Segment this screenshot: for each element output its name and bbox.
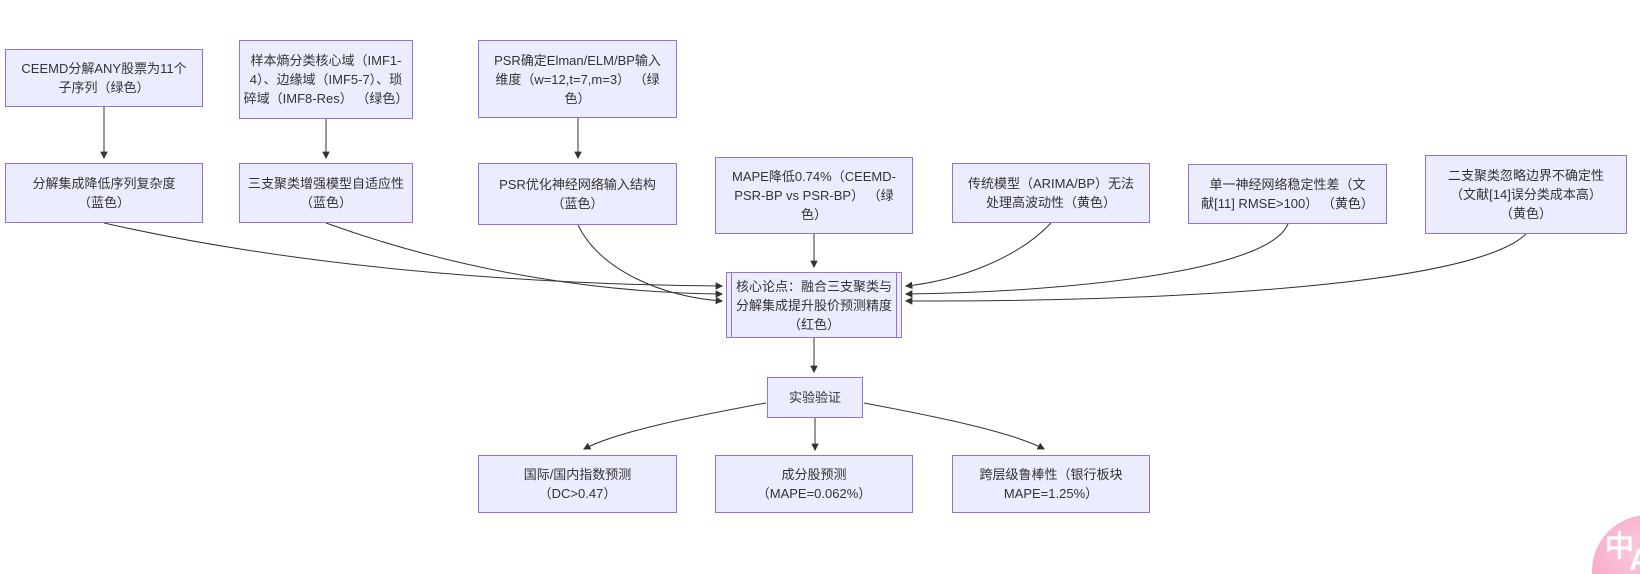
edge-structure-to-core: [577, 224, 724, 305]
node-core-thesis: 核心论点：融合三支聚类与 分解集成提升股价预测精度 （红色）: [726, 272, 902, 338]
node-psr-structure: PSR优化神经网络输入结构 （蓝色）: [478, 163, 677, 225]
node-mape-improve: MAPE降低0.74%（CEEMD- PSR-BP vs PSR-BP） （绿 …: [715, 157, 913, 234]
edge-experiment-to-index: [583, 402, 767, 450]
node-single-nn-unstable: 单一神经网络稳定性差（文 献[11] RMSE>100） （黄色）: [1188, 164, 1387, 224]
node-two-way-limit: 二支聚类忽略边界不确定性 （文献[14]误分类成本高） （黄色）: [1425, 155, 1627, 234]
edge-adapt-to-core: [325, 222, 724, 298]
node-ceemd-decompose: CEEMD分解ANY股票为11个 子序列（绿色）: [5, 49, 203, 107]
edge-experiment-to-robust: [863, 402, 1045, 450]
node-sample-entropy: 样本熵分类核心域（IMF1- 4）、边缘域（IMF5-7）、琐 碎域（IMF8-…: [239, 40, 413, 119]
node-three-way-adapt: 三支聚类增强模型自适应性 （蓝色）: [239, 163, 413, 223]
translate-badge[interactable]: 中 A: [1592, 515, 1640, 574]
node-experiment: 实验验证: [767, 377, 863, 418]
edge-complexity-to-core: [103, 222, 724, 290]
node-psr-input-dim: PSR确定Elman/ELM/BP输入 维度（w=12,t=7,m=3） （绿 …: [478, 40, 677, 118]
node-index-forecast: 国际/国内指数预测 （DC>0.47）: [478, 455, 677, 513]
edge-traditional-to-core: [904, 222, 1052, 290]
edge-singlenn-to-core: [904, 223, 1289, 298]
node-decomp-complexity: 分解集成降低序列复杂度 （蓝色）: [5, 163, 203, 223]
edge-twoway-to-core: [904, 233, 1527, 305]
node-constituent-forecast: 成分股预测 （MAPE=0.062%）: [715, 455, 913, 513]
node-traditional-limit: 传统模型（ARIMA/BP）无法 处理高波动性（黄色）: [952, 163, 1150, 223]
translate-en-glyph: A: [1629, 542, 1640, 574]
node-cross-level-robust: 跨层级鲁棒性（银行板块 MAPE=1.25%）: [952, 455, 1150, 513]
translate-zh-glyph: 中: [1605, 531, 1635, 563]
